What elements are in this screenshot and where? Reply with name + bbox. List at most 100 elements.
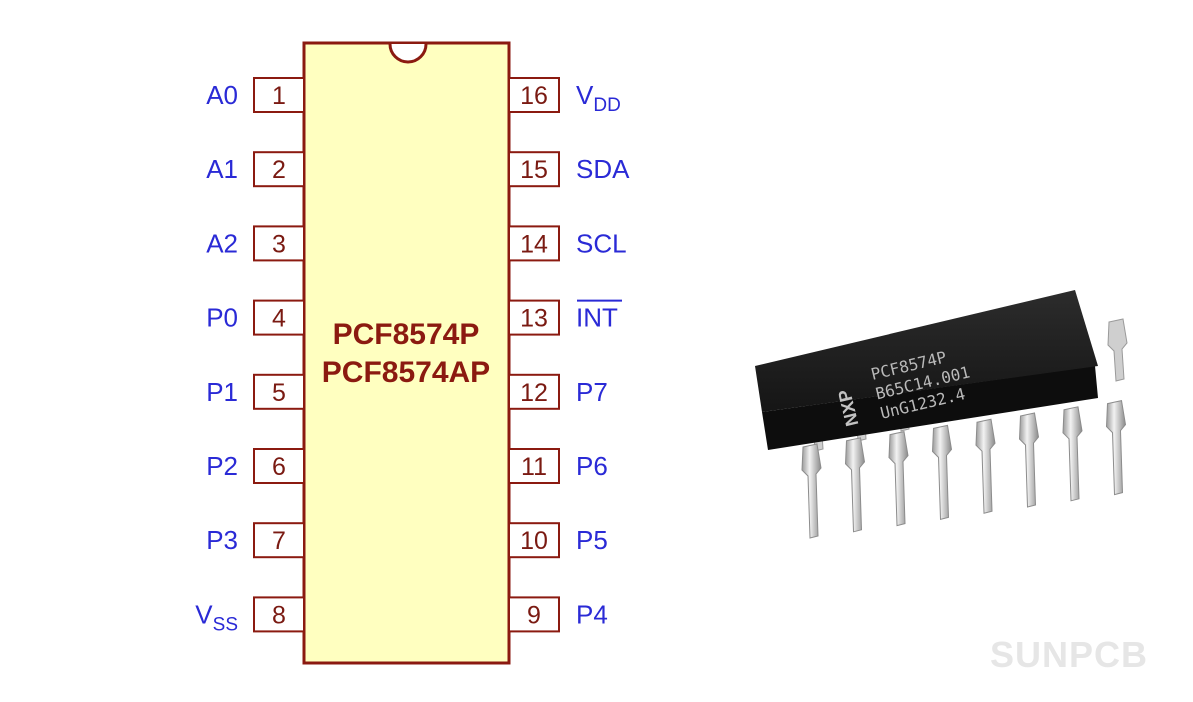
pin-number: 10 <box>520 527 548 555</box>
ic-leg <box>1105 400 1127 496</box>
pin-16: 16 VDD <box>508 77 621 116</box>
pin-label: INT <box>576 303 618 333</box>
pin-label-subscript: DD <box>593 95 620 116</box>
pin-label-text: P5 <box>576 525 608 555</box>
pin-number: 14 <box>520 230 548 258</box>
pin-label-text: P1 <box>206 377 238 407</box>
pin-box <box>508 299 560 336</box>
pin-label: SDA <box>576 154 630 184</box>
pin-number: 5 <box>272 379 286 407</box>
pin-14: 14 SCL <box>508 225 627 262</box>
pin-2: 2 A1 <box>206 151 305 188</box>
pin-number: 3 <box>272 230 286 258</box>
pin-label: A0 <box>206 80 238 110</box>
pin-number: 1 <box>272 82 286 110</box>
pin-label: P0 <box>206 303 238 333</box>
pin-label: VSS <box>195 599 238 635</box>
pin-box <box>253 522 305 559</box>
pin-label: A1 <box>206 154 238 184</box>
pin-label-text: A0 <box>206 80 238 110</box>
pin-label-subscript: SS <box>213 614 238 635</box>
pin-box <box>508 151 560 188</box>
pin-label: P3 <box>206 525 238 555</box>
pin-number: 13 <box>520 305 548 333</box>
pin-box <box>508 522 560 559</box>
pin-label-text: INT <box>576 303 618 333</box>
pin-7: 7 P3 <box>206 522 305 559</box>
ic-leg <box>801 443 822 539</box>
pin-number: 11 <box>521 453 547 481</box>
ic-leg <box>1107 318 1128 382</box>
pin-label-text: A2 <box>206 228 238 258</box>
pin-13: 13 INT <box>508 299 622 336</box>
pin-number: 7 <box>272 527 286 555</box>
pin-label: P7 <box>576 377 608 407</box>
pin-box <box>253 77 305 113</box>
pin-1: 1 A0 <box>206 77 305 113</box>
pin-box <box>253 373 305 410</box>
pin-box <box>508 225 560 262</box>
pin-label: SCL <box>576 228 627 258</box>
pin-label: P5 <box>576 525 608 555</box>
pin-3: 3 A2 <box>206 225 305 262</box>
pin-box <box>253 596 305 633</box>
pin-box <box>508 448 560 484</box>
pin-label: VDD <box>576 80 621 116</box>
pin-label-text: P4 <box>576 599 608 629</box>
pin-number: 12 <box>520 379 548 407</box>
pin-box <box>253 151 305 188</box>
pin-label-text: P6 <box>576 451 608 481</box>
pin-label-text: SDA <box>576 154 630 184</box>
pin-box <box>508 77 560 113</box>
ic-leg <box>975 418 996 514</box>
pin-number: 6 <box>272 453 286 481</box>
pin-10: 10 P5 <box>508 522 608 559</box>
pin-number: 2 <box>272 156 286 184</box>
watermark: SUNPCB <box>990 634 1148 675</box>
pin-label: P1 <box>206 377 238 407</box>
package-top-face <box>755 290 1098 412</box>
chip-name-alternate: PCF8574AP <box>322 356 490 389</box>
pin-box <box>508 596 560 633</box>
pin-label-text: P2 <box>206 451 238 481</box>
pin-label-text: V <box>576 80 594 110</box>
package-front-face <box>762 366 1098 450</box>
pin-6: 6 P2 <box>206 448 305 484</box>
pin-number: 8 <box>272 601 286 629</box>
ic-leg <box>1018 412 1040 508</box>
pin-number: 16 <box>520 82 548 110</box>
pin-number: 4 <box>272 305 286 333</box>
front-leg-row <box>801 400 1127 539</box>
pin-number: 15 <box>520 156 548 184</box>
pin-box <box>253 299 305 336</box>
pin-label-text: P7 <box>576 377 608 407</box>
pin-box <box>508 373 560 410</box>
pin-label-text: P3 <box>206 525 238 555</box>
ic-photo: NXP PCF8574P B65C14.001 UnG1232.4 <box>755 290 1128 539</box>
pin-label-text: P0 <box>206 303 238 333</box>
pin-label: P2 <box>206 451 238 481</box>
pin-12: 12 P7 <box>508 373 608 410</box>
ic-leg <box>931 424 953 521</box>
pin-label-text: V <box>195 599 213 629</box>
ic-leg <box>888 431 909 527</box>
pin-11: 11 P6 <box>508 448 608 484</box>
pin-label-text: SCL <box>576 228 627 258</box>
pin-label: P4 <box>576 599 608 629</box>
chip-name-primary: PCF8574P <box>333 318 480 351</box>
pin-label-text: A1 <box>206 154 238 184</box>
pin-4: 4 P0 <box>206 299 305 336</box>
ic-leg <box>844 437 866 533</box>
pin-box <box>253 448 305 484</box>
pin-15: 15 SDA <box>508 151 630 188</box>
pin-5: 5 P1 <box>206 373 305 410</box>
ic-body <box>302 41 511 665</box>
pin1-notch-icon <box>388 43 428 64</box>
pin-8: 8 VSS <box>195 596 305 635</box>
pin-box <box>253 225 305 262</box>
pin-label: P6 <box>576 451 608 481</box>
ic-leg <box>1062 406 1083 502</box>
